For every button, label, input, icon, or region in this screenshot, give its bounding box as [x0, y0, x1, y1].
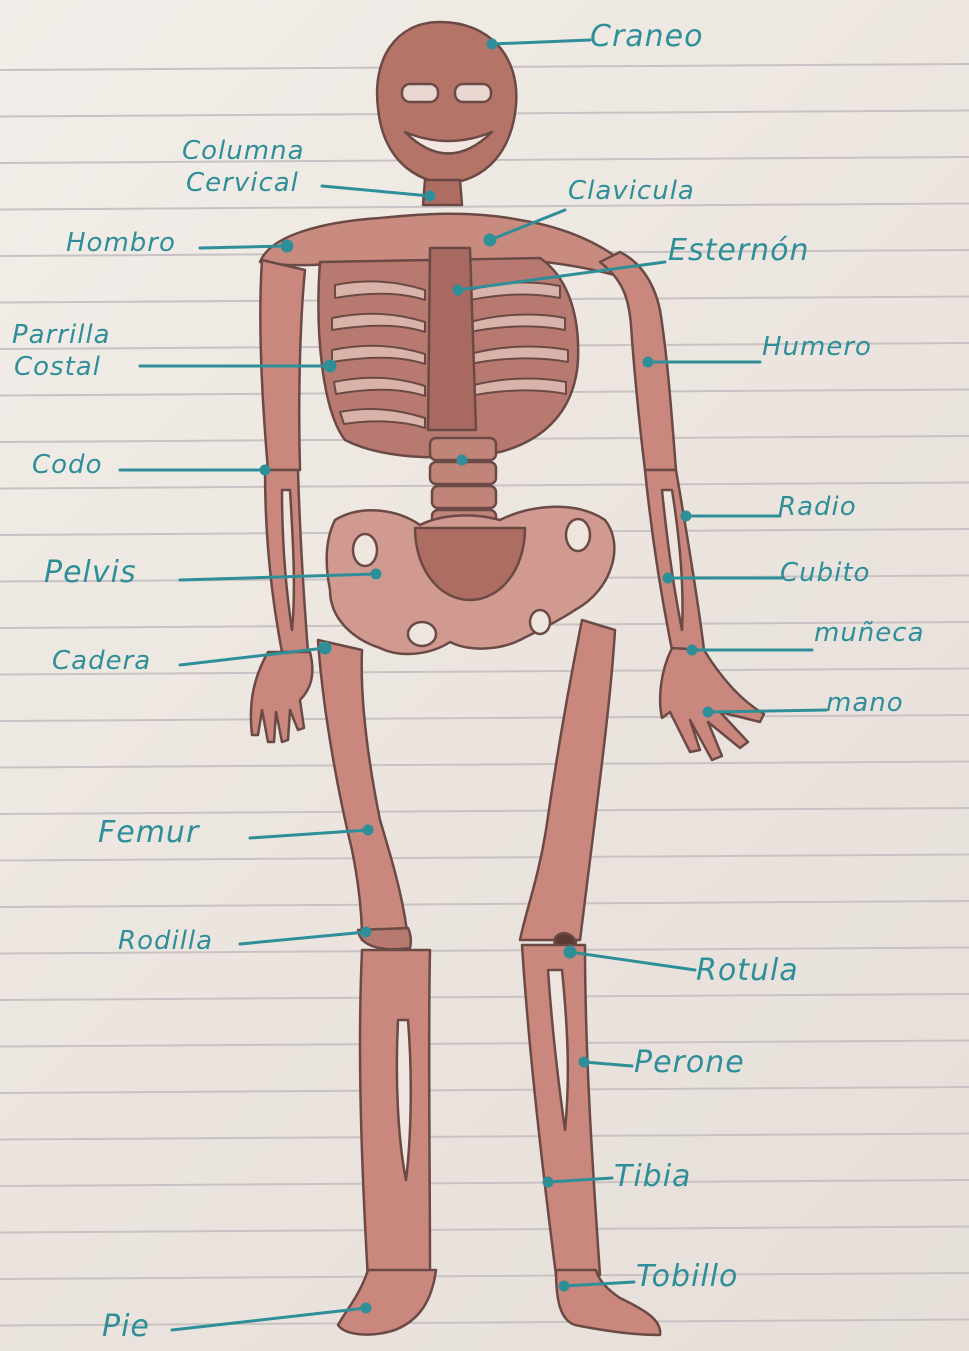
label-cervical: Cervical: [186, 170, 299, 196]
obturator-left: [408, 622, 436, 646]
ruled-line: [0, 1273, 969, 1279]
left-hand: [251, 652, 313, 742]
label-pelvis: Pelvis: [44, 558, 137, 588]
left-eye: [402, 84, 438, 102]
label-codo: Codo: [32, 452, 102, 478]
right-eye: [455, 84, 491, 102]
pelvis-right-hole: [566, 519, 590, 551]
ruled-line: [0, 1041, 969, 1047]
left-shin: [360, 950, 430, 1280]
label-radio: Radio: [778, 494, 857, 520]
label-rodilla: Rodilla: [118, 928, 213, 954]
right-femur: [520, 620, 615, 940]
label-cubito: Cubito: [780, 560, 870, 586]
sternum: [428, 248, 476, 430]
label-parrilla: Parrilla: [12, 322, 111, 348]
ruled-line: [0, 715, 969, 721]
label-costal: Costal: [14, 354, 101, 380]
label-rotula: Rotula: [696, 956, 799, 986]
ruled-line: [0, 855, 969, 861]
ruled-line: [0, 1180, 969, 1186]
label-femur: Femur: [98, 818, 199, 848]
label-cadera: Cadera: [52, 648, 151, 674]
label-pie: Pie: [102, 1312, 150, 1342]
label-columna: Columna: [182, 138, 305, 164]
ruled-line: [0, 1087, 969, 1093]
label-perone: Perone: [634, 1048, 745, 1078]
left-foot: [338, 1270, 436, 1335]
ruled-line: [0, 762, 969, 768]
right-hand: [660, 648, 764, 760]
label-clavicula: Clavicula: [568, 178, 695, 204]
ruled-line: [0, 204, 969, 210]
obturator-right: [530, 610, 550, 634]
ruled-line: [0, 1227, 969, 1233]
ruled-line: [0, 994, 969, 1000]
label-craneo: Craneo: [590, 22, 704, 52]
label-humero: Humero: [762, 334, 872, 360]
ruled-line: [0, 1134, 969, 1140]
label-mano: mano: [826, 690, 904, 716]
label-hombro: Hombro: [66, 230, 176, 256]
left-femur: [318, 640, 408, 940]
label-esternon: Esternón: [668, 236, 810, 266]
label-muneca: muñeca: [814, 620, 925, 646]
ruled-line: [0, 901, 969, 907]
label-tobillo: Tobillo: [636, 1262, 738, 1292]
label-tibia: Tibia: [614, 1162, 691, 1192]
pelvis-left-hole: [353, 534, 377, 566]
ruled-line: [0, 808, 969, 814]
